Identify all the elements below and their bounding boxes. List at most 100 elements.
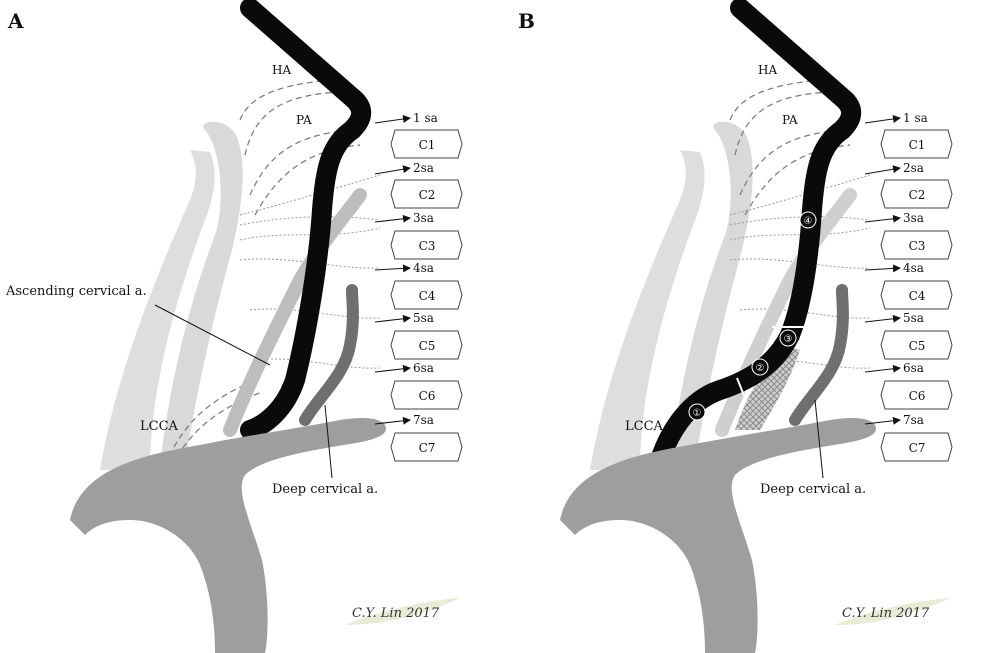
sa-label-2: 2sa — [864, 161, 924, 175]
aortic-arch — [70, 417, 386, 653]
aortic-arch — [560, 417, 876, 653]
svg-text:2sa: 2sa — [413, 161, 434, 175]
svg-text:④: ④ — [804, 216, 813, 227]
segment-number-1: ① — [688, 403, 706, 421]
svg-text:3sa: 3sa — [413, 211, 434, 225]
lcca-vessel — [590, 150, 705, 470]
vertebral-artery — [650, 0, 862, 470]
sa-label-3: 3sa — [864, 211, 924, 225]
sa-label-5: 5sa — [374, 311, 434, 325]
sa-label-4: 4sa — [374, 261, 434, 275]
svg-text:③: ③ — [784, 334, 793, 345]
ha-label: HA — [272, 63, 291, 77]
pa-dashed-path — [739, 129, 851, 216]
svg-text:①: ① — [693, 408, 702, 419]
sa-label-4: 4sa — [864, 261, 924, 275]
ha-dashed-path — [239, 79, 341, 156]
pa-dashed-path — [249, 129, 361, 216]
svg-text:C3: C3 — [909, 239, 926, 253]
sa-label-1: 1 sa — [374, 111, 438, 125]
pa-label: PA — [296, 113, 312, 127]
vertebra-c4: C4 — [390, 280, 463, 310]
segment-dividers — [736, 326, 805, 399]
svg-text:C1: C1 — [909, 138, 926, 152]
carotid-light-vessel — [670, 121, 753, 465]
deep-cervical-leader — [324, 404, 333, 479]
deep-cervical-artery — [789, 284, 849, 426]
deep-cervical-leader — [814, 399, 824, 479]
pa-label: PA — [782, 113, 798, 127]
vertebra-c2: C2 — [390, 179, 463, 209]
vertebra-c4: C4 — [880, 280, 953, 310]
svg-text:C3: C3 — [419, 239, 436, 253]
vertebra-c1: C1 — [390, 129, 463, 159]
carotid-light-vessel — [160, 121, 243, 465]
svg-text:C6: C6 — [419, 389, 436, 403]
signature-a: C.Y. Lin 2017 — [345, 598, 460, 625]
svg-text:7sa: 7sa — [413, 413, 434, 427]
ha-label: HA — [758, 63, 777, 77]
sa-label-2: 2sa — [374, 161, 434, 175]
svg-text:②: ② — [756, 363, 765, 374]
panel-b: B ① ② ③ ④ HA PA LCCA — [518, 0, 953, 653]
svg-text:C5: C5 — [419, 339, 436, 353]
segment-number-3: ③ — [779, 329, 797, 347]
deep-cervical-label: Deep cervical a. — [272, 482, 378, 497]
svg-text:1 sa: 1 sa — [413, 111, 438, 125]
vertebra-c6: C6 — [880, 380, 953, 410]
vertebral-artery — [240, 0, 372, 440]
ascending-cervical-leader — [154, 304, 271, 366]
svg-text:C7: C7 — [419, 441, 436, 455]
vertebra-c3: C3 — [390, 230, 463, 260]
vertebra-c5: C5 — [390, 330, 463, 360]
sa-label-6: 6sa — [864, 361, 924, 375]
svg-text:6sa: 6sa — [903, 361, 924, 375]
svg-text:C.Y. Lin 2017: C.Y. Lin 2017 — [352, 606, 440, 621]
vertebrae-a: C1 C2 C3 C4 C5 C6 C7 — [390, 129, 463, 462]
vertebrae-b: C1 C2 C3 C4 C5 C6 C7 — [880, 129, 953, 462]
svg-text:5sa: 5sa — [903, 311, 924, 325]
svg-text:7sa: 7sa — [903, 413, 924, 427]
svg-text:C6: C6 — [909, 389, 926, 403]
lcca-label: LCCA — [625, 419, 664, 434]
lcca-vessel — [100, 150, 215, 470]
deep-cervical-artery — [299, 284, 359, 426]
svg-text:3sa: 3sa — [903, 211, 924, 225]
vertebra-c5: C5 — [880, 330, 953, 360]
vertebra-c6: C6 — [390, 380, 463, 410]
sa-label-6: 6sa — [374, 361, 434, 375]
segment-number-4: ④ — [799, 211, 817, 229]
deep-cervical-label: Deep cervical a. — [760, 482, 866, 497]
svg-text:C4: C4 — [419, 289, 436, 303]
lcca-label: LCCA — [140, 419, 179, 434]
svg-text:1 sa: 1 sa — [903, 111, 928, 125]
segmental-artery-labels-b: 1 sa 2sa 3sa 4sa 5sa 6sa 7sa — [864, 111, 928, 427]
svg-text:C2: C2 — [909, 188, 926, 202]
vertebra-c3: C3 — [880, 230, 953, 260]
sa-label-1: 1 sa — [864, 111, 928, 125]
sa-label-7: 7sa — [864, 413, 924, 427]
sa-label-5: 5sa — [864, 311, 924, 325]
svg-text:4sa: 4sa — [903, 261, 924, 275]
segment-number-2: ② — [751, 358, 769, 376]
hatched-segment — [735, 345, 800, 430]
signature-b: C.Y. Lin 2017 — [835, 598, 950, 625]
ha-dashed-path — [729, 79, 831, 156]
vertebra-c7: C7 — [880, 432, 953, 462]
panel-letter-b: B — [518, 9, 535, 33]
vertebra-c2: C2 — [880, 179, 953, 209]
ascending-cervical-label: Ascending cervical a. — [5, 284, 147, 299]
svg-text:C4: C4 — [909, 289, 926, 303]
svg-text:2sa: 2sa — [903, 161, 924, 175]
svg-text:C1: C1 — [419, 138, 436, 152]
svg-text:C7: C7 — [909, 441, 926, 455]
panel-letter-a: A — [7, 9, 24, 33]
vertebra-c7: C7 — [390, 432, 463, 462]
svg-text:5sa: 5sa — [413, 311, 434, 325]
ascending-cervical-artery — [223, 188, 367, 437]
svg-text:C5: C5 — [909, 339, 926, 353]
vertebra-c1: C1 — [880, 129, 953, 159]
segmental-artery-labels-a: 1 sa 2sa 3sa 4sa 5sa 6sa 7sa — [374, 111, 438, 427]
svg-text:C2: C2 — [419, 188, 436, 202]
